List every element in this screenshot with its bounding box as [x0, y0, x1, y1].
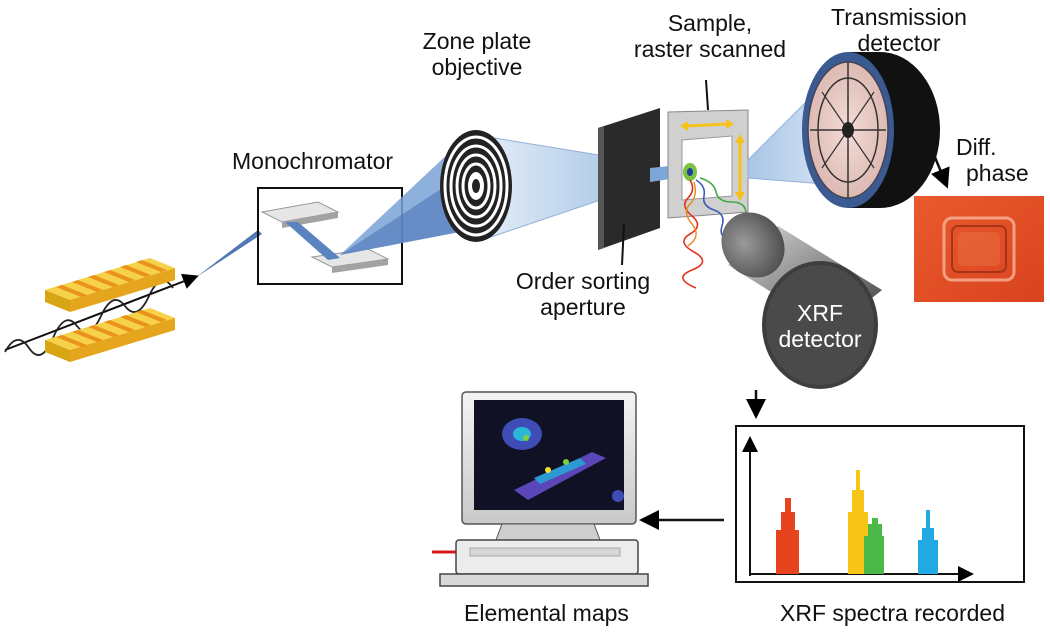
- order-label-line1: Order sorting: [515, 268, 651, 294]
- phase-arrow: [930, 149, 950, 189]
- incoming-beam: [195, 230, 262, 278]
- monochromator-crystals: [260, 201, 390, 273]
- computer: [432, 391, 649, 587]
- order-sorting-aperture-label: Order sorting aperture: [508, 268, 658, 320]
- transmission-label-line1: Transmission: [831, 4, 967, 30]
- diff-phase-label-line2: phase: [966, 160, 1029, 186]
- xrf-detector: [721, 212, 882, 389]
- diff-phase-image: [914, 196, 1044, 302]
- zone-plate-label-line2: objective: [431, 54, 523, 80]
- undulator-upper: [45, 258, 175, 312]
- xrf-detector-label: XRF detector: [770, 300, 870, 352]
- zone-plate-label: Zone plate objective: [402, 28, 552, 80]
- transmission-detector-label: Transmission detector: [824, 4, 974, 56]
- diff-phase-label: Diff. phase: [956, 134, 1029, 186]
- aperture-pointer: [621, 223, 625, 266]
- beam-axis-arrow: [4, 273, 199, 351]
- zone-plate-label-line1: Zone plate: [422, 28, 532, 54]
- xrf-label-line2: detector: [778, 326, 862, 352]
- order-label-line2: aperture: [540, 294, 626, 320]
- xrf-label-line1: XRF: [797, 300, 843, 326]
- xrf-spectra-label: XRF spectra recorded: [780, 600, 1005, 626]
- sample-label: Sample, raster scanned: [630, 10, 790, 62]
- sample-label-line1: Sample,: [667, 10, 753, 36]
- undulator-lower: [45, 308, 175, 362]
- transmission-label-line2: detector: [857, 30, 941, 56]
- transmission-detector: [802, 52, 940, 208]
- elemental-maps-label: Elemental maps: [464, 600, 629, 626]
- monochromator-label: Monochromator: [232, 148, 394, 174]
- sample-pointer: [705, 79, 709, 111]
- sample-label-line2: raster scanned: [633, 36, 787, 62]
- fluorescence-red: [682, 179, 704, 289]
- order-sorting-aperture-plate: [598, 108, 660, 250]
- xrf-spectra-plot: [735, 425, 1025, 583]
- diff-phase-label-line1: Diff.: [956, 134, 997, 160]
- fluorescence-orange: [685, 181, 697, 247]
- zone-plate: [440, 130, 512, 242]
